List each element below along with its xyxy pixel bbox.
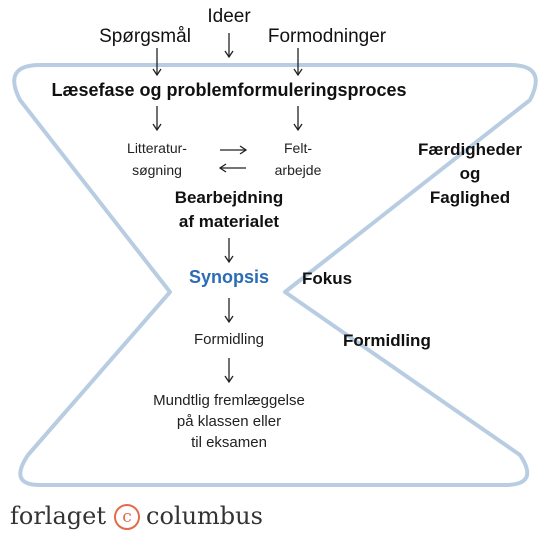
faerdigheder-line-1: Færdigheder [418, 140, 522, 159]
side-label-formidling: Formidling [343, 331, 431, 350]
mundtlig-line-2: på klassen eller [176, 413, 282, 430]
litteratursoegning-label: Litteratur- søgning [127, 137, 187, 181]
faerdigheder-line-3: Faglighed [429, 188, 511, 207]
mundtlig-line-3: til eksamen [191, 434, 267, 451]
bearbejdning-line-1: Bearbejdning [174, 188, 284, 207]
mundtlig-line-1: Mundtlig fremlæggelse [153, 392, 305, 409]
input-spoergsmaal: Spørgsmål [99, 26, 191, 47]
logo-text-right: columbus [146, 502, 263, 530]
input-ideer: Ideer [207, 6, 251, 27]
logo-text-left: forlaget [10, 502, 106, 530]
phase-title: Læsefase og problemformuleringsproces [51, 80, 407, 100]
side-label-fokus: Fokus [302, 269, 353, 288]
felt-line-1: Felt- [283, 140, 312, 156]
hourglass-outline [12, 63, 538, 487]
synopsis-label: Synopsis [188, 267, 270, 287]
formidling-step: Formidling [193, 331, 265, 348]
feltarbejde-label: Felt- arbejde [275, 137, 322, 181]
litteratur-line-1: Litteratur- [127, 140, 187, 156]
logo-c-mark: c [114, 504, 140, 530]
faerdigheder-line-2: og [459, 164, 481, 183]
litteratur-line-2: søgning [132, 162, 182, 178]
input-formodninger: Formodninger [267, 26, 387, 47]
mundtlig-label: Mundtlig fremlæggelse på klassen eller t… [153, 390, 305, 453]
felt-line-2: arbejde [274, 162, 322, 178]
side-label-faerdigheder: Færdigheder og Faglighed [418, 138, 522, 210]
bearbejdning-line-2: af materialet [178, 212, 280, 231]
bearbejdning-label: Bearbejdning af materialet [175, 186, 284, 234]
